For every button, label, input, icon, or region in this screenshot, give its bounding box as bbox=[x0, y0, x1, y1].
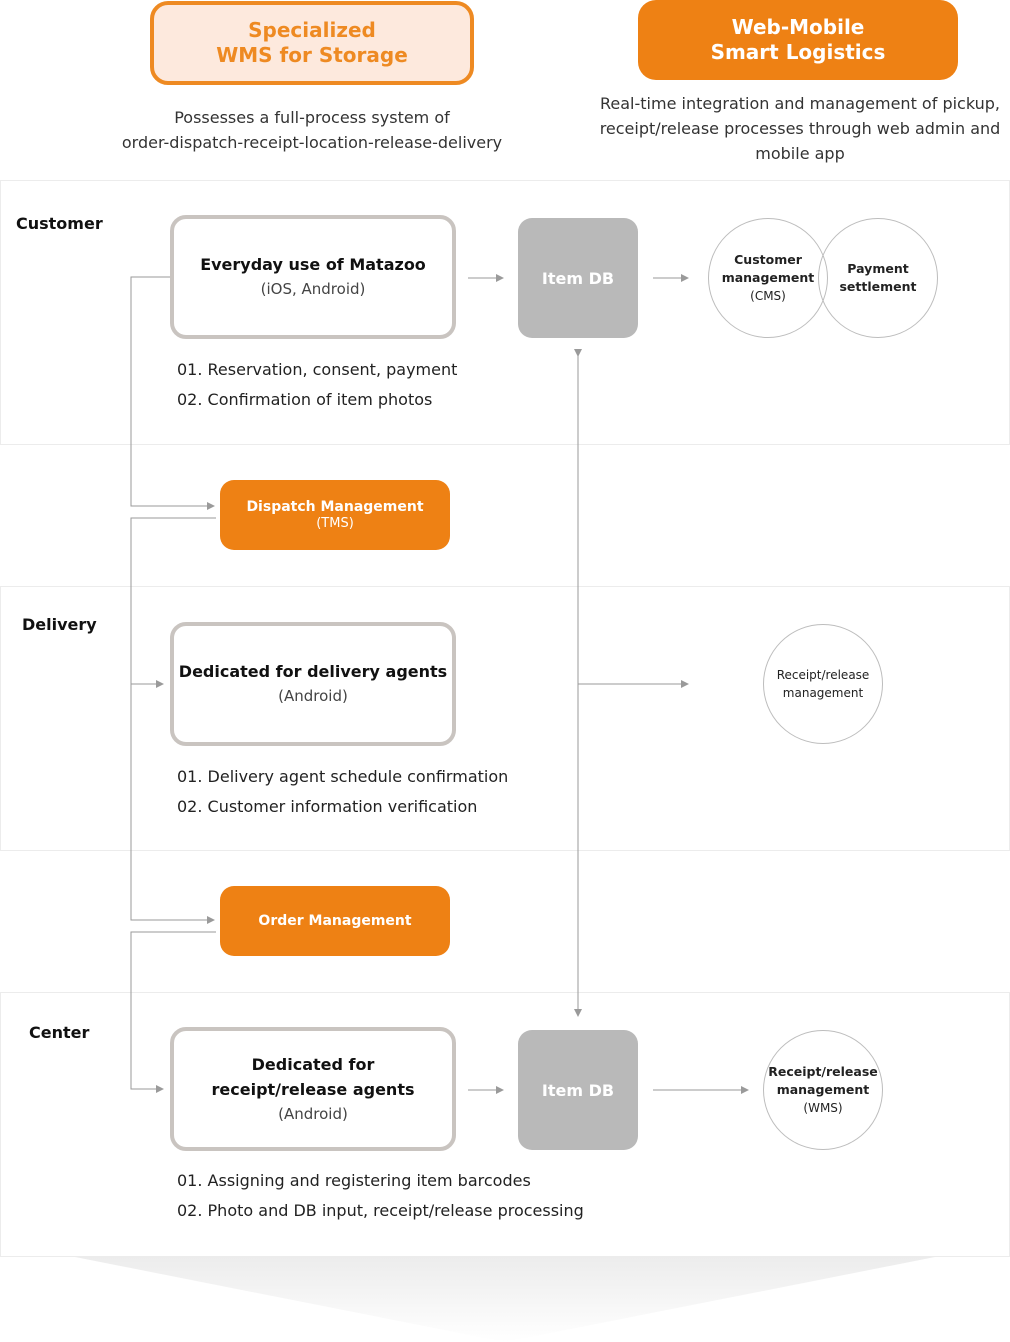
wms-description: Possesses a full-process system of order… bbox=[121, 108, 503, 152]
dispatch-trunk-line bbox=[130, 517, 216, 924]
customer-app-card: Everyday use of Matazoo (iOS, Android) bbox=[170, 215, 456, 339]
dispatch-title: Dispatch Management bbox=[246, 499, 424, 515]
payment-line-2: settlement bbox=[839, 279, 917, 294]
wms-circle: Receipt/release management (WMS) bbox=[763, 1030, 883, 1150]
customer-notes: 01. Reservation, consent, payment 02. Co… bbox=[177, 355, 457, 415]
center-app-title: Dedicated for receipt/release agents bbox=[211, 1054, 415, 1099]
smart-logistics-badge-label: Web-Mobile Smart Logistics bbox=[710, 15, 886, 64]
wms-line-2: management bbox=[776, 1082, 870, 1097]
smart-logistics-description: Real-time integration and management of … bbox=[599, 94, 1001, 163]
role-label-center: Center bbox=[29, 1023, 90, 1042]
center-app-platforms: (Android) bbox=[278, 1104, 348, 1123]
delivery-receipt-release-circle: Receipt/release management bbox=[763, 624, 883, 744]
payment-line-1: Payment bbox=[847, 261, 909, 276]
wms-line-1: Receipt/release bbox=[768, 1064, 878, 1079]
role-label-delivery: Delivery bbox=[22, 615, 97, 634]
customer-item-db: Item DB bbox=[518, 218, 638, 338]
bottom-fade-shape bbox=[70, 1256, 940, 1342]
wms-badge-label: Specialized WMS for Storage bbox=[216, 18, 408, 67]
cms-line-2: management bbox=[721, 270, 815, 285]
payment-circle: Payment settlement bbox=[818, 218, 938, 338]
center-note-2: 02. Photo and DB input, receipt/release … bbox=[177, 1201, 584, 1220]
delivery-note-2: 02. Customer information verification bbox=[177, 797, 478, 816]
role-label-customer: Customer bbox=[16, 214, 103, 233]
cms-circle: Customer management (CMS) bbox=[708, 218, 828, 338]
cms-sub: (CMS) bbox=[750, 289, 786, 303]
center-item-db-label: Item DB bbox=[541, 1080, 615, 1100]
order-management-box: Order Management bbox=[220, 886, 450, 956]
center-notes: 01. Assigning and registering item barco… bbox=[177, 1166, 584, 1226]
customer-app-title: Everyday use of Matazoo bbox=[200, 255, 426, 274]
customer-note-2: 02. Confirmation of item photos bbox=[177, 390, 433, 409]
delivery-notes: 01. Delivery agent schedule confirmation… bbox=[177, 762, 508, 822]
delivery-note-1: 01. Delivery agent schedule confirmation bbox=[177, 767, 509, 786]
delivery-app-platforms: (Android) bbox=[278, 687, 348, 705]
cms-line-1: Customer bbox=[734, 252, 802, 267]
order-title: Order Management bbox=[258, 913, 412, 929]
delivery-app-card: Dedicated for delivery agents (Android) bbox=[170, 622, 456, 746]
customer-note-1: 01. Reservation, consent, payment bbox=[177, 360, 458, 379]
customer-app-platforms: (iOS, Android) bbox=[260, 280, 366, 298]
delivery-app-title: Dedicated for delivery agents bbox=[178, 662, 448, 681]
delivery-mgmt-line-2: management bbox=[782, 686, 864, 700]
order-to-center-line bbox=[130, 931, 216, 1093]
customer-to-dispatch-line bbox=[130, 276, 215, 510]
smart-logistics-badge: Web-Mobile Smart Logistics bbox=[638, 0, 958, 80]
dispatch-management-box: Dispatch Management (TMS) bbox=[220, 480, 450, 550]
customer-item-db-label: Item DB bbox=[541, 268, 615, 288]
center-item-db: Item DB bbox=[518, 1030, 638, 1150]
wms-sub: (WMS) bbox=[803, 1101, 843, 1115]
center-app-card: Dedicated for receipt/release agents (An… bbox=[170, 1027, 456, 1151]
wms-badge: Specialized WMS for Storage bbox=[150, 1, 474, 85]
center-note-1: 01. Assigning and registering item barco… bbox=[177, 1171, 531, 1190]
delivery-mgmt-line-1: Receipt/release bbox=[776, 668, 870, 682]
dispatch-sub: (TMS) bbox=[316, 516, 354, 531]
